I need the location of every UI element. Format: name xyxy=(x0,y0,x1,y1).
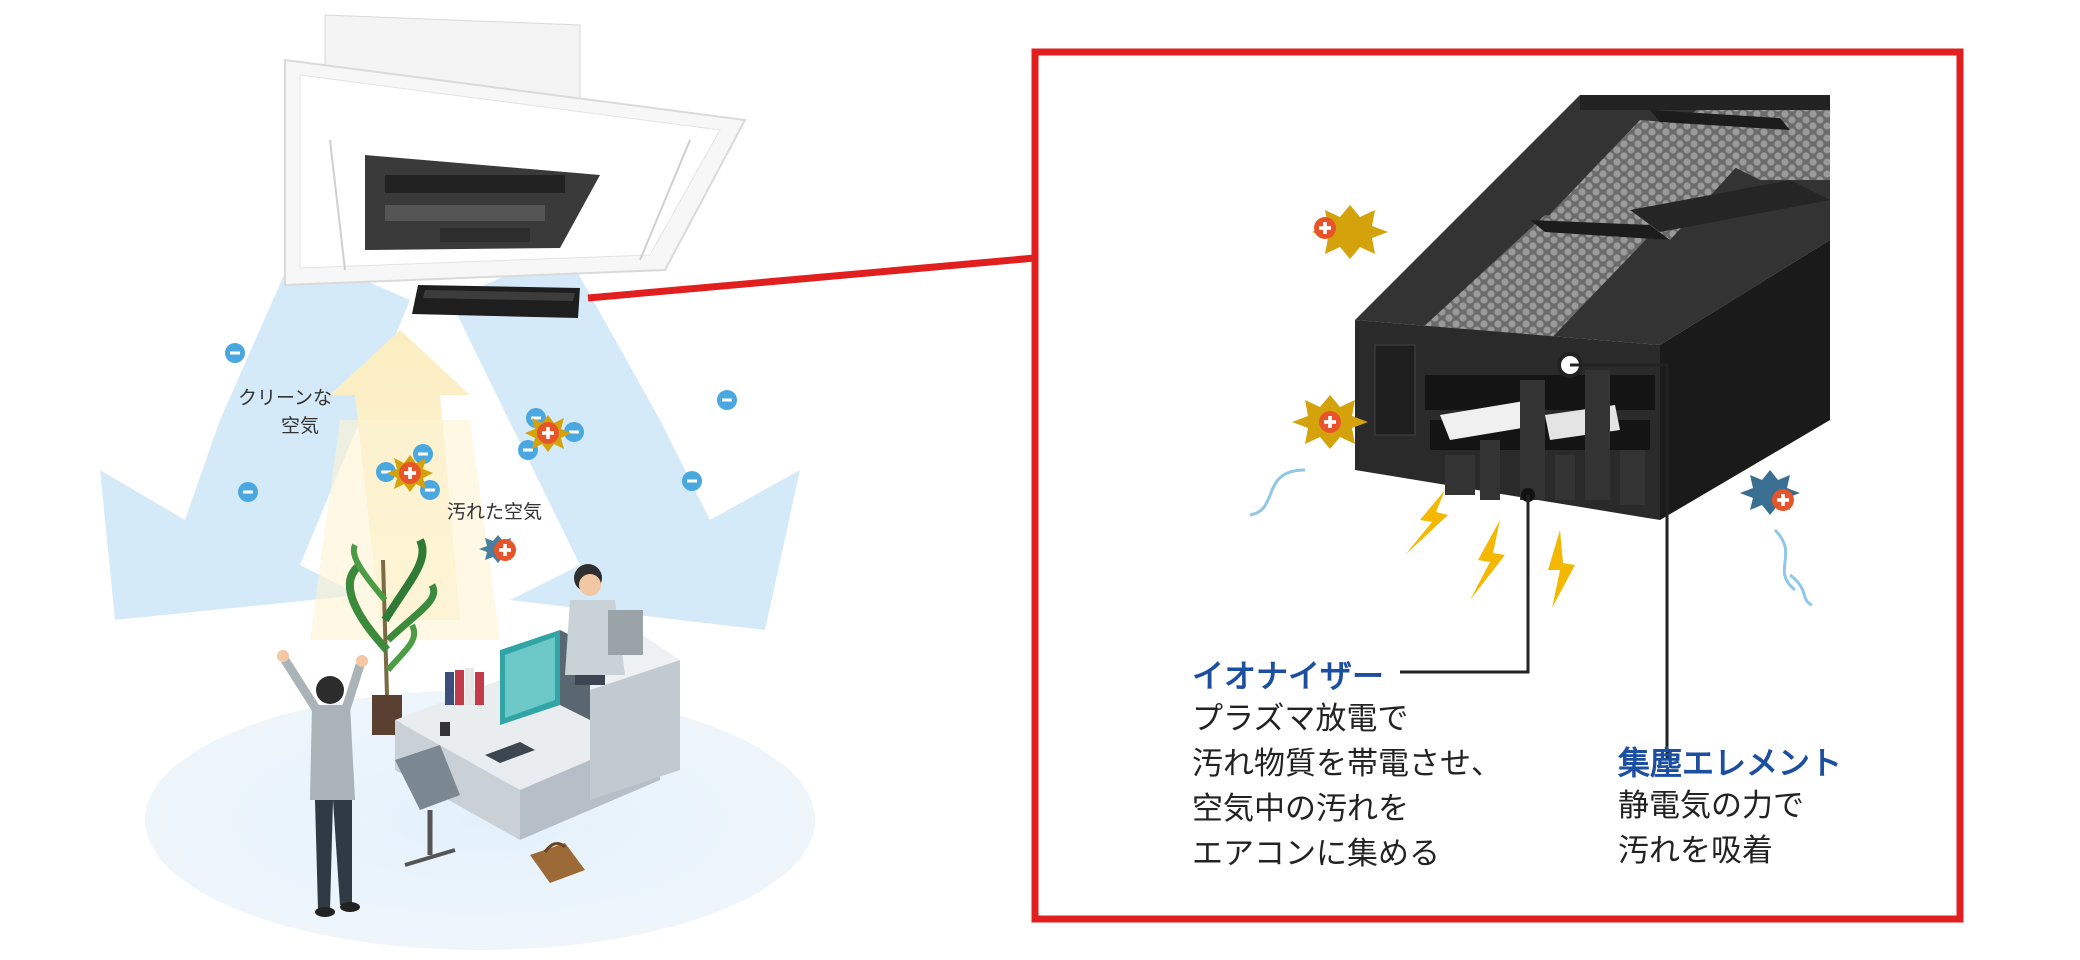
clean-air-label: クリーンな 空気 xyxy=(238,384,332,440)
collector-title: 集塵エレメント xyxy=(1618,744,1843,782)
clean-air-label-line: 空気 xyxy=(281,415,320,437)
desk-icon xyxy=(395,564,680,867)
collector-line: 汚れを吸着 xyxy=(1618,833,1773,869)
ionizer-line: 汚れ物質を帯電させ、 xyxy=(1192,746,1502,782)
clean-air-label-line: クリーンな xyxy=(238,387,333,409)
person-icon xyxy=(277,650,368,917)
collector-line: 静電気の力で xyxy=(1618,788,1804,824)
callout-connector xyxy=(587,254,1036,302)
positive-particle-icon xyxy=(1312,205,1388,259)
ionizer-line: 空気中の汚れを xyxy=(1192,791,1409,827)
ionizer-title: イオナイザー xyxy=(1192,657,1385,695)
dirty-air-label-text: 汚れた空気 xyxy=(447,501,543,523)
positive-particle-icon xyxy=(387,415,571,563)
ionizer-description: イオナイザー プラズマ放電で 汚れ物質を帯電させ、 空気中の汚れを エアコンに集… xyxy=(1192,651,1502,877)
callout-box xyxy=(1031,48,1964,923)
filter-element-icon xyxy=(1355,95,1830,520)
room-illustration xyxy=(100,14,1036,950)
clean-air-arrow-right xyxy=(450,250,800,630)
ionizer-line: エアコンに集める xyxy=(1192,836,1440,872)
collector-description: 集塵エレメント 静電気の力で 汚れを吸着 xyxy=(1618,738,1842,874)
ionizer-line: プラズマ放電で xyxy=(1192,701,1409,737)
bag-icon xyxy=(530,841,585,883)
ionizer-unit-icon xyxy=(412,285,580,318)
dirty-air-label: 汚れた空気 xyxy=(447,498,542,526)
air-conditioner-icon xyxy=(284,14,747,287)
clean-air-arrow-left xyxy=(100,250,410,620)
plant-icon xyxy=(345,538,438,735)
lightning-icon xyxy=(1405,490,1575,608)
